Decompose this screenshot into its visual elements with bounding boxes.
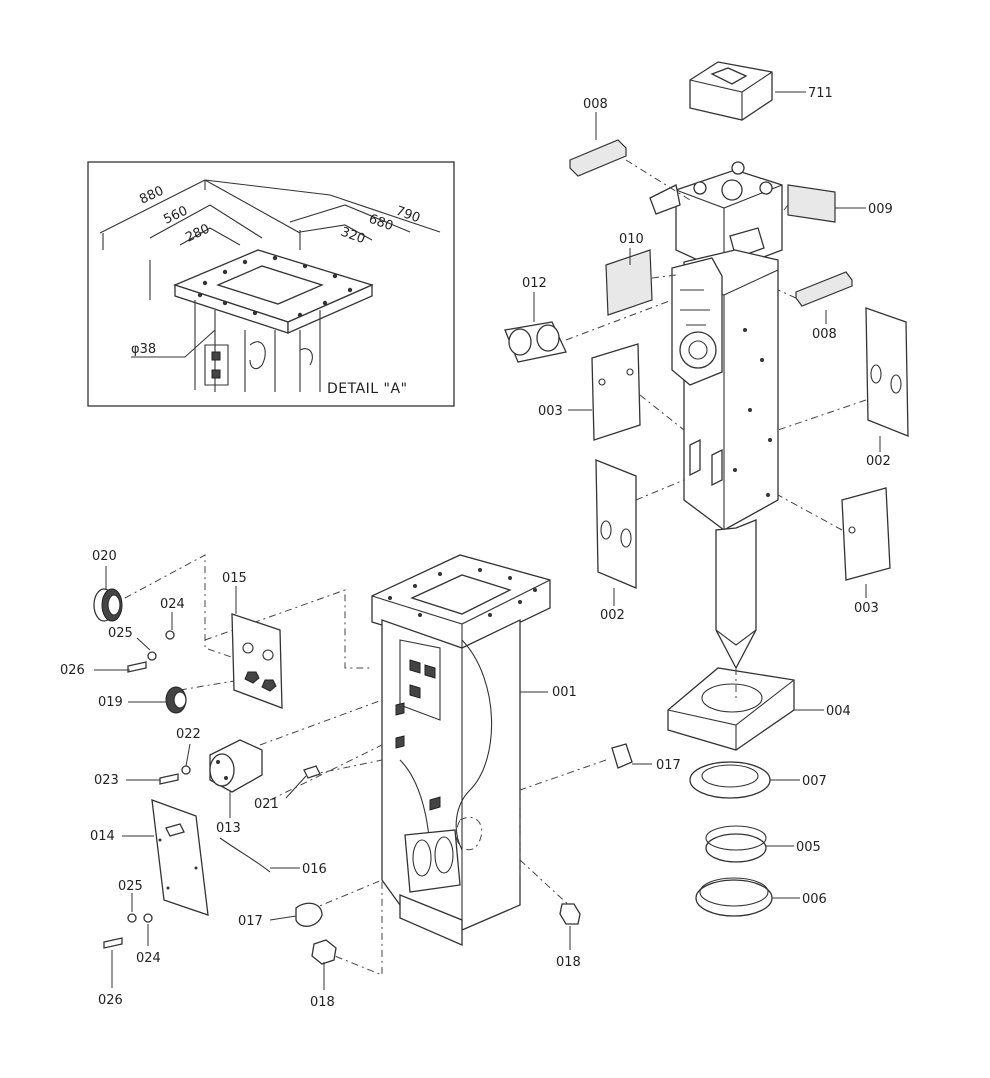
part-016-hose — [219, 837, 271, 873]
label-024-top: 024 — [160, 597, 185, 612]
label-012: 012 — [522, 276, 547, 291]
part-008-side-pad — [569, 139, 627, 177]
detail-body — [194, 300, 321, 392]
part-017-cap — [611, 743, 633, 769]
label-018-bottom: 018 — [310, 995, 335, 1010]
part-013-valve — [209, 739, 263, 793]
assembly-guide-lines — [124, 159, 867, 976]
label-003-right: 003 — [854, 601, 879, 616]
label-017-right: 017 — [656, 758, 681, 773]
leader-lines — [94, 91, 881, 990]
label-017-left: 017 — [238, 914, 263, 929]
label-025-top: 025 — [108, 626, 133, 641]
part-014-cover-plate — [151, 799, 209, 916]
part-019-seal — [165, 686, 187, 714]
label-004: 004 — [826, 704, 851, 719]
power-cell-housing — [649, 161, 783, 670]
part-005-ring — [705, 825, 767, 863]
part-018-nut-right — [559, 903, 581, 925]
label-020: 020 — [92, 549, 117, 564]
part-017-cap-lower — [295, 902, 323, 927]
detail-a-box: 880 560 280 790 680 320 φ38 DETAIL "A" — [87, 161, 455, 407]
part-002-wear-plate — [865, 307, 909, 437]
label-018-right: 018 — [556, 955, 581, 970]
part-004-bottom-plate — [667, 667, 795, 751]
label-016: 016 — [302, 862, 327, 877]
part-007-ring — [689, 761, 771, 799]
label-013: 013 — [216, 821, 241, 836]
part-001-bracket-housing — [371, 554, 551, 946]
part-018-nut — [311, 939, 337, 965]
part-021-fitting — [303, 765, 321, 779]
part-003-wear-plate — [591, 343, 641, 441]
part-labels: 711 008 009 010 008 012 003 002 002 003 … — [60, 86, 893, 1010]
label-022: 022 — [176, 727, 201, 742]
part-002-wear-plate-lower — [595, 459, 637, 589]
label-001: 001 — [552, 685, 577, 700]
part-015-plate — [231, 613, 283, 709]
label-019: 019 — [98, 695, 123, 710]
label-008-top: 008 — [583, 97, 608, 112]
detail-title: DETAIL "A" — [327, 381, 408, 397]
label-021: 021 — [254, 797, 279, 812]
label-024-bottom: 024 — [136, 951, 161, 966]
label-014: 014 — [90, 829, 115, 844]
label-002-right: 002 — [866, 454, 891, 469]
label-026-top: 026 — [60, 663, 85, 678]
detail-flange-plate — [173, 249, 374, 334]
part-003-wear-plate-lower — [841, 487, 891, 581]
part-012-bushing-pair — [504, 321, 567, 363]
label-711: 711 — [808, 86, 833, 101]
label-002-left: 002 — [600, 608, 625, 623]
label-026-bottom: 026 — [98, 993, 123, 1008]
part-010-shim — [605, 249, 653, 316]
part-711-top-buffer — [689, 61, 773, 121]
label-006: 006 — [802, 892, 827, 907]
part-008-side-pad-right — [795, 271, 853, 307]
part-020-plug — [93, 588, 123, 622]
detail-dimension-lines — [99, 179, 441, 300]
part-009-shim — [787, 184, 836, 223]
label-025-bottom: 025 — [118, 879, 143, 894]
small-fasteners — [103, 630, 191, 949]
label-008-right: 008 — [812, 327, 837, 342]
label-023: 023 — [94, 773, 119, 788]
label-003-left: 003 — [538, 404, 563, 419]
label-009: 009 — [868, 202, 893, 217]
label-015: 015 — [222, 571, 247, 586]
part-006-ring — [695, 877, 773, 917]
label-007: 007 — [802, 774, 827, 789]
hole-diameter-label: φ38 — [131, 342, 156, 357]
label-005: 005 — [796, 840, 821, 855]
label-010: 010 — [619, 232, 644, 247]
